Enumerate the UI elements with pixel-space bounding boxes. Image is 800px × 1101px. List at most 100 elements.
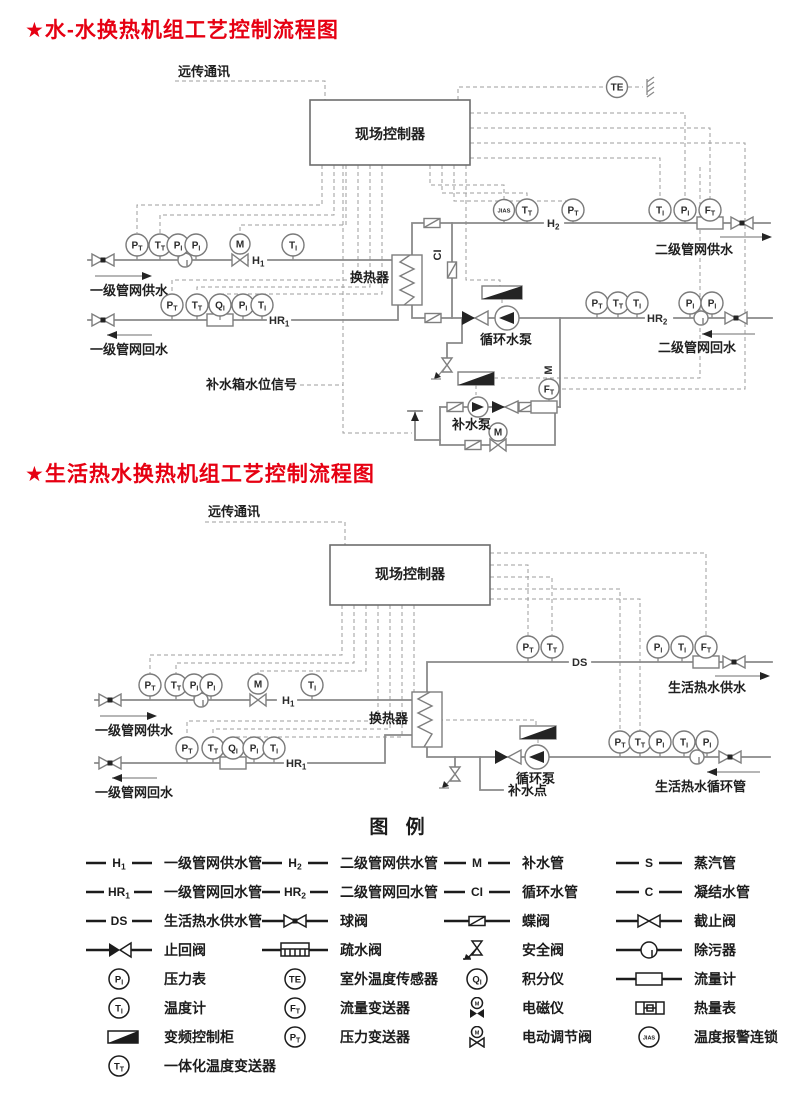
makeup-pump-label: 补水泵	[451, 417, 491, 432]
ball-valve-icon	[262, 913, 328, 928]
svg-text:PI: PI	[192, 241, 201, 253]
svg-text:FT: FT	[701, 643, 712, 655]
svg-text:FT: FT	[705, 206, 716, 218]
legend-item: 安全阀	[440, 935, 592, 964]
svg-text:TI: TI	[115, 1003, 123, 1015]
svg-text:M: M	[254, 680, 262, 691]
solenoid-valve-icon: M	[470, 996, 484, 1018]
legend-item: M 电动调节阀	[440, 1022, 592, 1051]
svg-text:PI: PI	[239, 301, 248, 313]
legend-item: JIAS 温度报警连锁	[612, 1022, 778, 1051]
legend-item: HR1 一级管网回水管	[82, 877, 276, 906]
legend-label: 凝结水管	[694, 883, 750, 900]
legend-item: CI 循环水管	[440, 877, 592, 906]
instrument-pi: PI	[166, 233, 190, 260]
svg-text:M: M	[236, 240, 244, 251]
legend-label: 安全阀	[522, 941, 564, 958]
pipe-h1-icon: H1	[86, 856, 152, 872]
legend-item: TT 一体化温度变送器	[82, 1051, 276, 1080]
legend-label: 压力表	[164, 970, 206, 987]
instrument-pt: PT	[516, 635, 540, 662]
legend-label: 一级管网供水管	[164, 854, 262, 871]
pipe-tag-h2: H2	[547, 218, 560, 232]
legend-label: 压力变送器	[340, 1028, 410, 1045]
instrument-tt: TT	[148, 233, 172, 260]
legend-item: DS 生活热水供水管	[82, 906, 276, 935]
drain-valve-icon	[262, 941, 328, 957]
diagram1-control-wiring	[136, 80, 746, 434]
svg-text:TE: TE	[611, 83, 624, 94]
instrument-pi: PI	[695, 730, 719, 757]
ground-hatch-icon	[646, 76, 655, 98]
svg-text:TI: TI	[258, 301, 266, 313]
circ-pump-label: 循环泵	[516, 771, 555, 786]
svg-text:TT: TT	[171, 681, 182, 693]
legend-label: 补水管	[522, 854, 564, 871]
pipe-tag-ds: DS	[572, 657, 587, 669]
flow-arrows	[100, 672, 770, 782]
instrument-te-icon: TE	[284, 967, 306, 990]
svg-text:PI: PI	[681, 206, 690, 218]
instrument-pt: PT	[138, 673, 162, 700]
legend-label: 蝶阀	[522, 912, 550, 929]
svg-text:S: S	[645, 856, 653, 870]
diagram2-canvas: 远传通讯 现场控制器 换热器 M PT TT PI PI	[94, 504, 773, 800]
legend-item: 变频控制柜	[82, 1022, 276, 1051]
svg-text:TI: TI	[633, 299, 641, 311]
exchanger-label: 换热器	[350, 270, 390, 285]
legend-label: 流量计	[694, 970, 736, 987]
svg-text:TT: TT	[155, 241, 166, 253]
instrument-ft: FT	[692, 635, 720, 669]
instrument-jias: JIAS	[492, 198, 516, 223]
pipe-ci-icon: CI	[444, 885, 510, 899]
svg-text:H1: H1	[112, 856, 126, 872]
heat-exchanger	[411, 691, 443, 748]
svg-text:JIAS: JIAS	[498, 209, 511, 215]
check-valve-icon	[86, 941, 152, 958]
svg-text:TT: TT	[635, 738, 646, 750]
instrument-pi: PI	[648, 730, 672, 757]
svg-text:TT: TT	[114, 1061, 125, 1073]
legend-item: 流量计	[612, 964, 778, 993]
legend-item: 疏水阀	[258, 935, 438, 964]
circulation-pump	[524, 744, 550, 770]
instrument-qi: QI	[208, 293, 232, 320]
legend-item: M 补水管	[440, 848, 592, 877]
instrument-ft-icon: FT	[284, 996, 306, 1019]
svg-text:PT: PT	[132, 241, 144, 253]
instrument-pi: PI	[700, 291, 724, 318]
instrument-pi: PI	[231, 293, 255, 320]
legend-label: 一体化温度变送器	[164, 1057, 276, 1074]
instrument-tt: TT	[185, 293, 209, 320]
instrument-ft: FT	[696, 198, 724, 230]
instrument-pt: PT	[585, 291, 609, 318]
instrument-pi: PI	[673, 198, 697, 223]
legend-item: 热量表	[612, 993, 778, 1022]
svg-text:QI: QI	[215, 301, 225, 313]
svg-text:PT: PT	[167, 301, 179, 313]
svg-text:PI: PI	[654, 643, 663, 655]
secondary-return-label: 二级管网回水	[658, 340, 737, 355]
legend-label: 温度计	[164, 999, 206, 1016]
instrument-ti: TI	[672, 730, 696, 757]
instrument-pt: PT	[561, 198, 585, 223]
heat-meter-icon	[635, 1000, 665, 1015]
svg-text:PT: PT	[592, 299, 604, 311]
svg-text:TI: TI	[656, 206, 664, 218]
ball-valve	[718, 749, 742, 765]
instrument-tt-icon: TT	[108, 1054, 130, 1077]
vfd-cabinet-icon	[107, 1029, 139, 1044]
ball-valve	[724, 310, 748, 326]
primary-supply-label: 一级管网供水	[95, 723, 174, 738]
motor-valve: M	[229, 233, 251, 268]
legend-label: 流量变送器	[340, 999, 410, 1016]
instrument-tt: TT	[540, 635, 564, 662]
svg-text:PI: PI	[207, 681, 216, 693]
legend-item: FT 流量变送器	[258, 993, 438, 1022]
svg-text:HR1: HR1	[108, 885, 130, 901]
legend: 图 例 H1 一级管网供水管 HR1 一级管网回水管 DS 生活热水供水管 止回…	[0, 810, 800, 1100]
makeup-pump	[467, 396, 489, 418]
legend-label: 积分仪	[522, 970, 564, 987]
instrument-pt-icon: PT	[284, 1025, 306, 1048]
